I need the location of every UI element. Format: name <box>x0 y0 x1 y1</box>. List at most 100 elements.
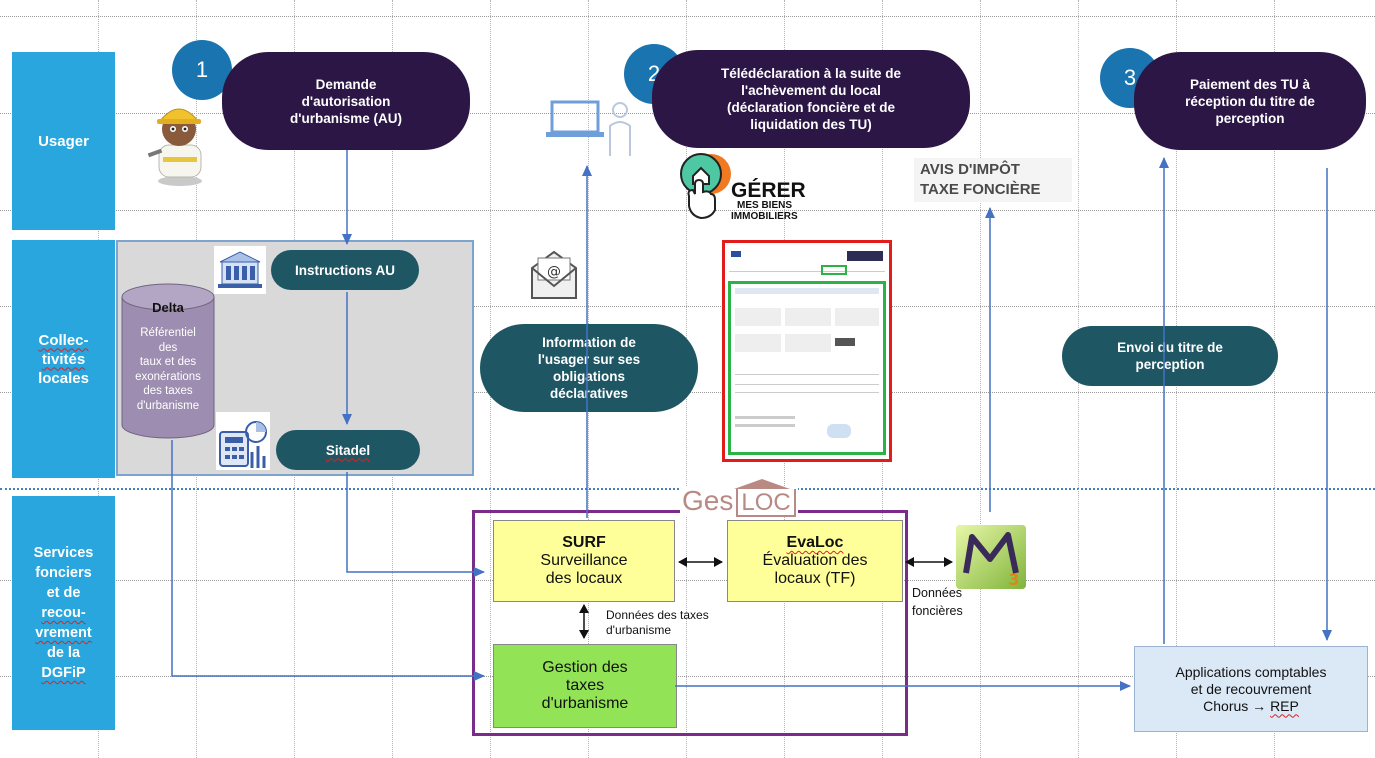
surf-title: SURF <box>562 534 606 551</box>
grid-line <box>1274 0 1275 758</box>
lane-label-line: de la <box>46 645 81 661</box>
step1-line: d'autorisation <box>301 93 391 109</box>
gestion-line: taxes <box>565 677 605 694</box>
grid-line <box>980 0 981 758</box>
evaloc-line: locaux (TF) <box>774 570 856 587</box>
step3-pill: Paiement des TU à réception du titre de … <box>1134 52 1366 150</box>
building-icon <box>214 246 266 294</box>
step2-line: l'achèvement du local <box>741 83 881 98</box>
step2-line: (déclaration foncière et de <box>726 100 896 115</box>
website-header <box>729 247 885 275</box>
step3-line: perception <box>1215 110 1285 126</box>
website-content-area <box>728 281 886 455</box>
arrow-delta-to-gestion <box>171 440 485 681</box>
lane-label-line: DGFiP <box>41 665 86 681</box>
majic-logo-icon: 3 <box>956 525 1026 589</box>
sitadel-label: Sitadel <box>325 442 371 458</box>
applications-line: et de recouvrement <box>1190 680 1312 697</box>
instructions-au-label: Instructions AU <box>294 262 395 278</box>
instructions-au-box: Instructions AU <box>271 250 419 290</box>
lane-label-line: vrement <box>35 625 92 641</box>
step2-pill: Télédéclaration à la suite de l'achèveme… <box>652 50 970 148</box>
donnees-taxes-line: Données des taxes <box>606 608 709 622</box>
evaloc-box: EvaLoc Évaluation des locaux (TF) <box>727 520 903 602</box>
sitadel-box: Sitadel <box>276 430 420 470</box>
lane-label-line: et de <box>46 585 81 601</box>
avis-line2: TAXE FONCIÈRE <box>920 181 1041 198</box>
step1-pill: Demande d'autorisation d'urbanisme (AU) <box>222 52 470 150</box>
information-line: déclaratives <box>549 386 629 401</box>
envoi-titre-box: Envoi du titre de perception <box>1062 326 1278 386</box>
surf-line: des locaux <box>545 570 623 587</box>
delta-title: Delta <box>152 300 184 315</box>
lane-label-line: locales <box>38 369 89 387</box>
applications-line: Applications comptables <box>1175 663 1327 680</box>
gestion-line: Gestion des <box>542 659 628 676</box>
gerer-line3: IMMOBILIERS <box>731 211 798 222</box>
email-envelope-icon: @ <box>531 250 577 299</box>
delta-line: Référentiel <box>140 327 196 339</box>
evaloc-title: EvaLoc <box>786 534 844 551</box>
donnees-foncieres-line: foncières <box>912 604 963 618</box>
gerer-biens-logo-icon <box>680 153 731 220</box>
gerer-line2: MES BIENS <box>737 200 793 211</box>
lane-collectivites: Collec- tivités locales <box>12 240 115 478</box>
gerer-title: GÉRER <box>731 179 806 202</box>
step2-line: Télédéclaration à la suite de <box>720 66 902 81</box>
avis-impot-label: AVIS D'IMPÔT TAXE FONCIÈRE <box>914 158 1072 202</box>
delta-line: des <box>158 341 178 354</box>
surf-line: Surveillance <box>540 552 628 569</box>
donnees-foncieres-label: Données foncières <box>912 584 963 620</box>
delta-line: taux et des <box>139 356 197 368</box>
lane-usager: Usager <box>12 52 115 230</box>
step3-line: Paiement des TU à <box>1189 76 1311 92</box>
gestion-line: d'urbanisme <box>541 695 629 712</box>
avis-line1: AVIS D'IMPÔT <box>920 161 1020 178</box>
delta-line: d'urbanisme <box>136 399 200 412</box>
delta-description: Référentiel des taux et des exonérations… <box>120 326 216 413</box>
gesloc-ges: Ges <box>682 485 734 516</box>
lane-services: Services fonciers et de recou- vrement d… <box>12 496 115 730</box>
worker-icon <box>147 108 202 186</box>
grid-line <box>0 210 1375 211</box>
lane-label-line: fonciers <box>35 565 92 581</box>
donnees-taxes-line: d'urbanisme <box>606 623 671 637</box>
lane-usager-label: Usager <box>38 132 89 150</box>
step2-line: liquidation des TU) <box>750 117 872 132</box>
donnees-foncieres-line: Données <box>912 586 963 600</box>
envoi-line: perception <box>1135 357 1205 372</box>
donnees-taxes-label: Données des taxes d'urbanisme <box>606 608 709 638</box>
svg-text:3: 3 <box>1008 570 1019 589</box>
information-usager-box: Information de l'usager sur ses obligati… <box>480 324 698 412</box>
grid-line <box>0 676 1375 677</box>
applications-line3: Chorus → REP <box>1203 697 1299 714</box>
envoi-line: Envoi du titre de <box>1117 340 1223 355</box>
information-line: obligations <box>553 369 625 384</box>
evaloc-line: Évaluation des <box>762 552 868 569</box>
calculator-chart-icon <box>216 412 270 470</box>
lane-label-line: Services <box>33 545 94 561</box>
delta-line: exonérations <box>135 370 201 383</box>
step1-line: d'urbanisme (AU) <box>290 110 402 126</box>
lane-label-line: tivités <box>41 350 86 368</box>
grid-line <box>0 580 1375 581</box>
delta-database-icon <box>121 283 215 439</box>
computer-user-icon <box>546 100 631 156</box>
grid-line <box>0 16 1375 17</box>
arrow-sitadel-to-surf <box>346 472 485 577</box>
step1-line: Demande <box>315 76 377 92</box>
grid-line <box>0 306 1375 307</box>
lane-label-line: recou- <box>41 605 86 621</box>
delta-line: des taxes <box>143 385 193 397</box>
gestion-taxes-box: Gestion des taxes d'urbanisme <box>493 644 677 728</box>
svg-text:@: @ <box>547 264 561 280</box>
lane-label-line: Collec- <box>38 331 89 349</box>
information-line: l'usager sur ses <box>537 352 641 367</box>
website-screenshot <box>722 240 892 462</box>
step3-line: réception du titre de <box>1185 93 1315 109</box>
gesloc-house: LOC <box>734 479 796 517</box>
information-line: Information de <box>542 335 636 350</box>
applications-box: Applications comptables et de recouvreme… <box>1134 646 1368 732</box>
